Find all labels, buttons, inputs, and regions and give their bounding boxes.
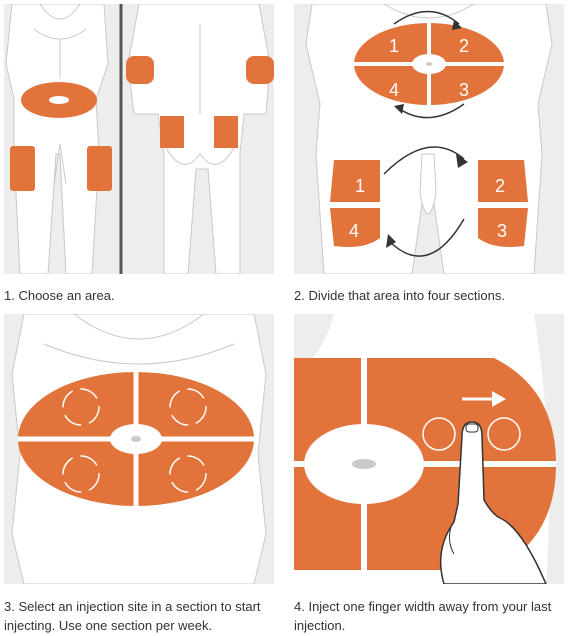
step-4-caption: 4. Inject one finger width away from you… [294, 599, 552, 633]
back-body-figure-icon [126, 4, 274, 274]
rotation-arrow-icon [383, 10, 465, 257]
abdomen-section-label: 3 [459, 80, 469, 100]
step-1-caption: 1. Choose an area. [4, 288, 115, 303]
abdomen-section-label: 1 [389, 36, 399, 56]
hand-pointing-icon [439, 421, 547, 584]
step-2-illustration: 1 2 4 3 1 4 2 3 [294, 4, 564, 274]
right-thigh-sections: 2 3 [478, 160, 528, 247]
step-2-caption: 2. Divide that area into four sections. [294, 288, 506, 303]
step-3-caption: 3. Select an injection site in a section… [4, 599, 261, 633]
thigh-section-label: 4 [349, 221, 359, 241]
injection-site-circle-icon [422, 417, 521, 451]
thigh-section-label: 3 [497, 221, 507, 241]
right-arrow-icon [462, 391, 506, 407]
circular-arrows-icon [62, 388, 207, 493]
thigh-section-label: 1 [355, 176, 365, 196]
abdomen-section-label: 2 [459, 36, 469, 56]
thigh-section-label: 2 [495, 176, 505, 196]
front-body-figure-icon [4, 4, 112, 274]
abdomen-section-label: 4 [389, 80, 399, 100]
step-3-illustration [4, 314, 274, 584]
abdomen-sections: 1 2 4 3 [354, 23, 504, 105]
step-1-illustration [4, 4, 274, 274]
abdomen-sections [18, 372, 254, 506]
step-4-illustration [294, 314, 564, 584]
left-thigh-sections: 1 4 [330, 160, 380, 247]
